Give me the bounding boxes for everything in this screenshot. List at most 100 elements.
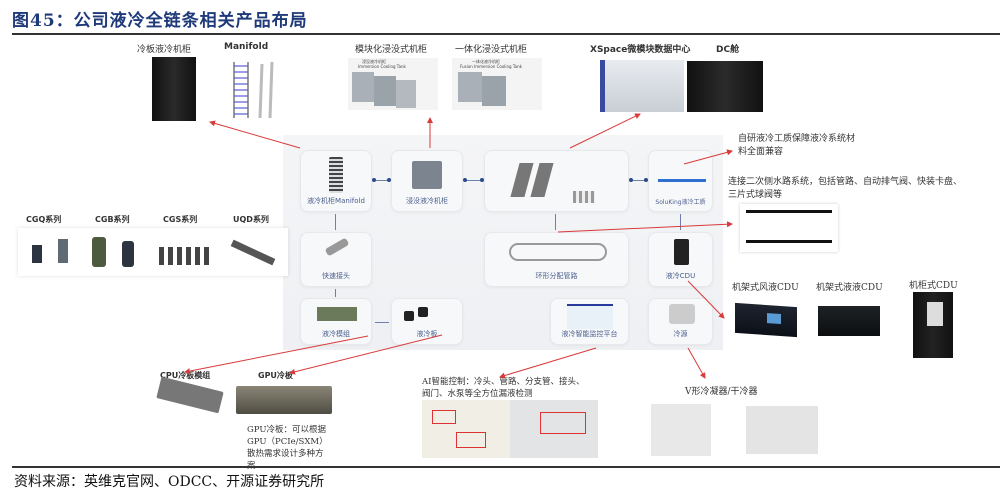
fluid-bar-icon — [658, 179, 706, 182]
soluking-note: 自研液冷工质保障液冷系统材料全面兼容 — [738, 134, 856, 157]
cgs-image — [153, 233, 215, 273]
immersion-tank-icon — [412, 161, 442, 189]
card-cdu-label: 液冷CDU — [665, 272, 696, 280]
label-integrated-immersion: 一体化浸没式机柜 — [455, 45, 528, 55]
series-label-cgq: CGQ系列 — [26, 215, 62, 224]
card-quick-connector-label: 快速接头 — [322, 272, 350, 280]
pipe-system-image — [740, 204, 838, 252]
arrow-to-cold-plate-cabinet — [209, 120, 301, 149]
arrow-to-condenser — [687, 347, 706, 379]
rack-liquid-liquid-cdu-image — [818, 306, 880, 336]
connector-line — [335, 289, 336, 297]
manifold-image — [233, 61, 274, 119]
arrow-to-cpu-module — [184, 335, 369, 374]
series-label-uqd: UQD系列 — [233, 215, 269, 224]
ring-pipe-icon — [509, 243, 607, 261]
cold-plate-icon — [418, 307, 428, 317]
card-ring-pipe[interactable]: 环形分配管路 — [484, 232, 629, 287]
card-monitor-label: 液冷智能监控平台 — [561, 330, 618, 338]
card-soluking-label: SoluKing液冷工质 — [655, 199, 706, 206]
card-manifold[interactable]: 液冷机柜Manifold — [300, 150, 372, 212]
integrated-immersion-image: 一体化液冷机柜 Fusion Immersion Cooling Tank — [452, 58, 542, 110]
connector-dot — [629, 178, 633, 182]
label-condenser: V形冷凝器/干冷器 — [685, 387, 758, 397]
module-block-icon — [573, 191, 595, 203]
label-cold-plate-cabinet: 冷板液冷机柜 — [137, 45, 192, 55]
v-condenser-image — [651, 404, 711, 456]
card-cold-source-label: 冷源 — [673, 330, 688, 338]
label-modular-immersion: 模块化浸没式机柜 — [355, 45, 428, 55]
arrow-to-cdu-products — [687, 280, 725, 319]
board-icon — [317, 307, 357, 321]
card-quick-connector[interactable]: 快速接头 — [300, 232, 372, 287]
card-cold-plate-label: 液冷板 — [416, 330, 438, 338]
arrow-to-soluking-note — [683, 149, 733, 165]
top-divider — [12, 33, 1000, 35]
connector-line — [680, 214, 681, 230]
connector-dot — [480, 178, 484, 182]
cdu-icon — [674, 239, 689, 265]
modular-immersion-image: 浸没液冷机柜 Immersion Cooling Tank — [348, 58, 438, 110]
chiller-icon — [669, 304, 695, 324]
card-module-label: 液冷模组 — [322, 330, 350, 338]
card-cold-plate[interactable]: 液冷板 — [391, 298, 463, 345]
card-immersion-label: 浸没液冷机柜 — [406, 197, 448, 205]
label-manifold: Manifold — [224, 42, 269, 52]
immersion-inner-caption-cn: 浸没液冷机柜 — [362, 59, 386, 64]
ai-leak-note: AI智能控制：冷头、管路、分支管、接头、阀门、水泵等全方位漏液检测 — [422, 377, 585, 399]
card-manifold-label: 液冷机柜Manifold — [307, 197, 365, 205]
connector-line — [375, 180, 389, 181]
cabinet-cdu-image — [913, 292, 953, 358]
immersion-inner-caption-en: Immersion Cooling Tank — [358, 64, 406, 69]
label-gpu-plate: GPU冷板 — [258, 371, 293, 380]
label-rack-liquid-liquid-cdu: 机架式液液CDU — [816, 283, 883, 293]
dry-cooler-image — [746, 406, 818, 454]
card-cold-source[interactable]: 冷源 — [648, 298, 713, 345]
arrow-to-xspace — [569, 113, 641, 149]
cgb-image — [86, 233, 148, 273]
dc-cabin-image — [687, 61, 763, 112]
connector-dot — [463, 178, 467, 182]
arrow-to-pipe-system — [557, 221, 733, 233]
cold-plate-cabinet-image — [152, 57, 196, 121]
bottom-divider — [12, 466, 1000, 468]
card-module[interactable]: 液冷模组 — [300, 298, 372, 345]
label-cabinet-cdu: 机柜式CDU — [909, 281, 958, 291]
connector-line — [466, 180, 482, 181]
uqd-image — [222, 233, 284, 273]
card-soluking[interactable]: SoluKing液冷工质 — [648, 150, 713, 212]
connector-dot — [644, 178, 648, 182]
card-datacenter[interactable] — [484, 150, 629, 212]
series-label-cgs: CGS系列 — [163, 215, 198, 224]
card-immersion[interactable]: 浸没液冷机柜 — [391, 150, 463, 212]
cold-plate-icon — [404, 311, 414, 321]
label-rack-air-liquid-cdu: 机架式风液CDU — [732, 283, 799, 293]
connector-line — [632, 180, 646, 181]
arrow-to-gpu-plate — [289, 334, 443, 375]
series-label-cgb: CGB系列 — [95, 215, 130, 224]
cgq-image — [22, 233, 84, 273]
manifold-rack-icon — [329, 157, 343, 193]
connector-line — [555, 214, 556, 230]
source-note: 资料来源：英维克官网、ODCC、开源证券研究所 — [14, 474, 325, 490]
connector-line — [335, 214, 336, 230]
connector-line — [375, 322, 389, 323]
card-monitor[interactable]: 液冷智能监控平台 — [550, 298, 629, 345]
xspace-image — [600, 60, 684, 112]
arrow-to-ai-note — [499, 347, 597, 379]
figure-title: 图45：公司液冷全链条相关产品布局 — [12, 11, 308, 31]
card-ring-pipe-label: 环形分配管路 — [535, 272, 578, 280]
card-cdu[interactable]: 液冷CDU — [648, 232, 713, 287]
label-xspace: XSpace微模块数据中心 — [590, 45, 691, 55]
connector-dot — [372, 178, 376, 182]
gpu-plate-image — [236, 386, 332, 414]
dashboard-icon — [567, 304, 613, 329]
label-cpu-module: CPU冷板模组 — [160, 371, 211, 380]
integrated-inner-caption-cn: 一体化液冷机柜 — [472, 59, 500, 64]
integrated-inner-caption-en: Fusion Immersion Cooling Tank — [460, 64, 522, 69]
label-dc-cabin: DC舱 — [716, 45, 740, 55]
connector-dot — [387, 178, 391, 182]
pipe-note: 连接二次侧水路系统，包括管路、自动排气阀、快装卡盘、三片式球阀等 — [728, 177, 963, 200]
leak-detection-image — [422, 400, 598, 458]
